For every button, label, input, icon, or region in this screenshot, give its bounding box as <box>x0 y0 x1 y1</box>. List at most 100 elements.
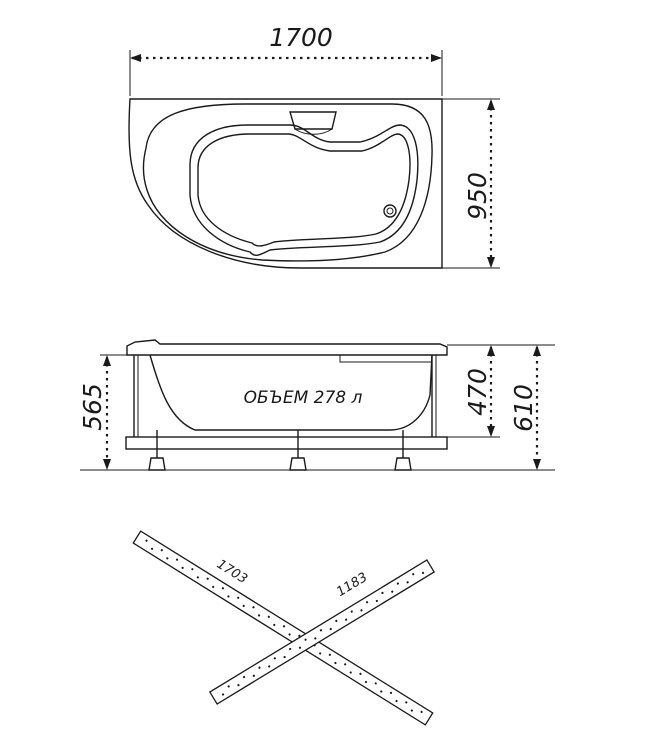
tub-outer-outline <box>128 98 443 269</box>
mounting-hole <box>391 590 394 593</box>
tub-side-step <box>339 355 432 363</box>
mounting-hole <box>420 710 423 714</box>
mounting-hole <box>221 587 225 590</box>
leg-middle <box>289 430 307 471</box>
length-arrow-right <box>431 54 442 62</box>
width-arrow-bottom <box>487 257 495 268</box>
mounting-hole <box>335 619 338 623</box>
mounting-hole <box>258 666 261 669</box>
mounting-hole <box>191 568 194 571</box>
mounting-hole <box>237 684 240 687</box>
mounting-hole <box>319 629 323 632</box>
total-height-label: 565 <box>78 383 107 431</box>
mounting-hole <box>350 610 353 613</box>
total-height-arrow-top <box>103 355 111 366</box>
mounting-hole <box>329 627 332 631</box>
mounting-hole <box>298 646 302 649</box>
mounting-hole <box>328 653 332 656</box>
base-frame <box>125 436 448 450</box>
long-bar-holes <box>145 539 423 714</box>
mounting-hole <box>304 638 307 641</box>
mounting-hole <box>212 585 215 588</box>
tub-rim <box>142 103 433 262</box>
side-view: 565 470 610 ОБЪЕМ 278 л <box>78 339 555 471</box>
mounting-hole <box>252 606 255 609</box>
bowl-inner-line <box>197 133 411 247</box>
mounting-hole <box>267 615 270 618</box>
mounting-hole <box>227 685 230 688</box>
mounting-hole <box>242 604 245 608</box>
mounting-hole <box>166 557 169 560</box>
total-height-arrow-bottom <box>103 459 111 470</box>
mounting-hole <box>366 601 369 604</box>
leg-right <box>394 430 412 471</box>
short-frame-bar <box>208 559 436 705</box>
mounting-hole <box>282 625 286 628</box>
mounting-hole <box>345 618 348 621</box>
short-bar-label: 1183 <box>334 570 370 600</box>
mounting-hole <box>283 655 286 659</box>
long-frame-bar <box>132 530 434 726</box>
mounting-hole <box>319 652 322 655</box>
frame-view: 1703 1183 <box>132 530 436 726</box>
mounting-hole <box>252 674 255 677</box>
max-height-label: 610 <box>509 384 538 432</box>
mounting-hole <box>257 614 261 617</box>
depth-arrow-bottom <box>487 426 495 437</box>
max-height-arrow-top <box>533 345 541 356</box>
mounting-hole <box>268 665 271 668</box>
mounting-hole <box>314 637 317 640</box>
mounting-hole <box>374 682 377 685</box>
mounting-hole <box>175 558 179 561</box>
mounting-hole <box>406 581 409 584</box>
mounting-hole <box>349 671 352 674</box>
mounting-hole <box>375 599 378 603</box>
width-label: 950 <box>463 172 492 220</box>
mounting-hole <box>288 633 291 636</box>
length-label: 1700 <box>269 23 333 52</box>
mounting-hole <box>196 576 199 579</box>
mounting-hole <box>221 693 225 696</box>
mounting-hole <box>206 577 209 580</box>
headrest-curve <box>294 128 333 135</box>
mounting-hole <box>360 609 363 612</box>
mounting-hole <box>359 672 362 675</box>
tub-side-rim <box>126 339 448 356</box>
mounting-hole <box>412 573 415 576</box>
max-height-arrow-bottom <box>533 459 541 470</box>
mounting-hole <box>298 634 301 637</box>
mounting-hole <box>181 566 184 569</box>
mounting-hole <box>421 571 425 575</box>
mounting-hole <box>145 539 148 542</box>
leg-left <box>148 430 166 471</box>
mounting-hole <box>150 547 154 550</box>
short-bar-holes <box>221 571 425 696</box>
mounting-hole <box>227 595 230 598</box>
mounting-hole <box>405 701 408 704</box>
mounting-hole <box>160 549 163 552</box>
depth-label: 470 <box>463 368 492 416</box>
mounting-hole <box>334 661 337 665</box>
mounting-hole <box>389 691 393 694</box>
mounting-hole <box>344 663 347 666</box>
width-arrow-top <box>487 99 495 110</box>
mounting-hole <box>381 591 384 594</box>
mounting-hole <box>395 699 398 703</box>
top-view: 1700 950 <box>128 23 500 269</box>
mounting-hole <box>396 582 399 585</box>
volume-label: ОБЪЕМ 278 л <box>244 388 363 408</box>
mounting-hole <box>273 623 276 627</box>
tub-side-body <box>149 354 433 431</box>
drain-icon <box>383 204 397 218</box>
mounting-hole <box>273 657 276 660</box>
depth-arrow-top <box>487 345 495 356</box>
mounting-hole <box>289 647 292 651</box>
mounting-hole <box>380 690 383 693</box>
length-arrow-left <box>130 54 141 62</box>
mounting-hole <box>364 680 368 684</box>
drain-inner-icon <box>386 207 394 215</box>
mounting-hole <box>242 675 246 679</box>
bowl-outer-line <box>189 124 419 257</box>
mounting-hole <box>237 596 240 599</box>
